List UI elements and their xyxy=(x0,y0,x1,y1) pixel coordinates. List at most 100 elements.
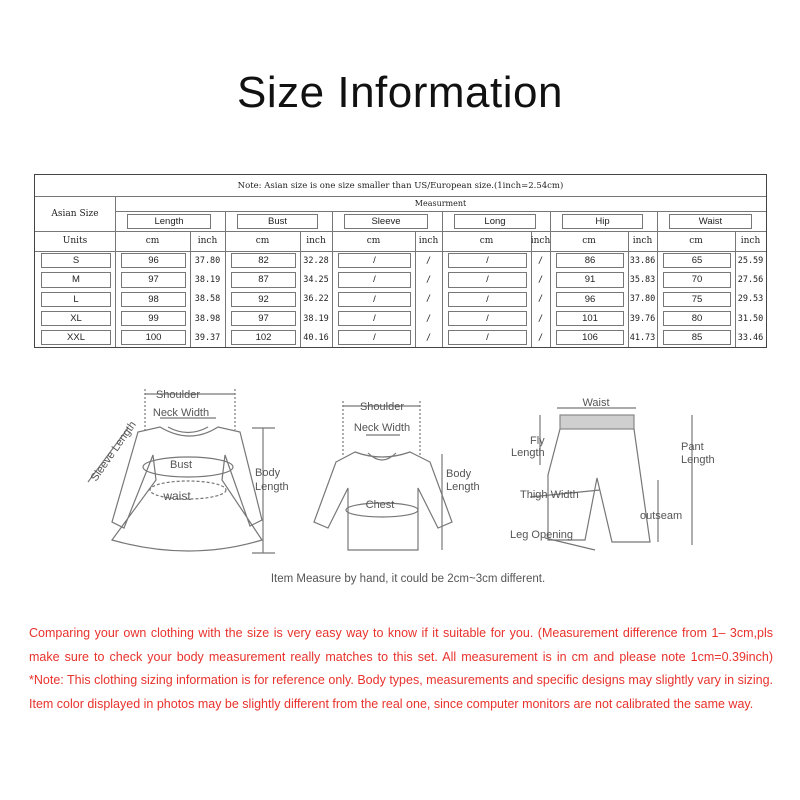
page-title: Size Information xyxy=(237,68,563,117)
size-label: S xyxy=(41,253,111,269)
shirt-length-label: Length xyxy=(446,481,480,493)
cm-value: 87 xyxy=(231,272,296,288)
inch-value: 39.37 xyxy=(194,332,221,343)
measurement-header: Measurment xyxy=(414,199,467,208)
table-rule xyxy=(332,211,333,347)
table-rule xyxy=(35,231,766,232)
cm-value: 75 xyxy=(663,291,731,307)
dress-diagram xyxy=(87,389,275,554)
table-rule xyxy=(442,211,443,347)
inch-value: 38.19 xyxy=(303,313,329,324)
inch-value: 38.98 xyxy=(194,313,221,324)
pants-thigh-width-label: Thigh Width xyxy=(520,489,579,501)
pants-fly-length-label: Length xyxy=(511,447,545,459)
unit-inch: inch xyxy=(530,236,551,246)
cm-value: 65 xyxy=(663,253,731,269)
shirt-labels: Shoulder Neck Width Chest Body Length xyxy=(354,401,480,511)
cm-value: / xyxy=(448,272,527,288)
size-label: XL xyxy=(41,310,111,327)
cm-value: 98 xyxy=(121,291,186,307)
unit-inch: inch xyxy=(632,236,653,246)
dress-bust-label: Bust xyxy=(170,459,192,471)
unit-cm: cm xyxy=(582,236,596,246)
cm-value: 101 xyxy=(556,310,624,327)
shirt-chest-label: Chest xyxy=(366,499,395,511)
inch-value: 38.58 xyxy=(194,294,221,305)
inch-value: / xyxy=(537,255,544,266)
cm-value: 80 xyxy=(663,310,731,327)
unit-cm: cm xyxy=(145,236,160,246)
cm-value: 97 xyxy=(231,310,296,327)
column-header-sleeve: Sleeve xyxy=(344,214,428,229)
shirt-shoulder-label: Shoulder xyxy=(360,401,404,413)
inch-value: 41.73 xyxy=(629,332,656,343)
asian-size-header: Asian Size xyxy=(51,208,99,219)
size-label: L xyxy=(41,291,111,307)
dress-labels: Shoulder Neck Width Sleeve Length Bust w… xyxy=(89,389,289,503)
shirt-body-label: Body xyxy=(446,468,472,480)
column-header-long: Long xyxy=(454,214,536,229)
cm-value: / xyxy=(448,291,527,307)
units-label: Units xyxy=(62,236,88,246)
inch-value: 33.86 xyxy=(629,255,656,266)
cm-value: 97 xyxy=(121,272,186,288)
inch-value: 37.80 xyxy=(194,255,221,266)
table-rule xyxy=(415,231,416,347)
table-rule xyxy=(115,196,116,347)
cm-value: 96 xyxy=(121,253,186,269)
size-label: XXL xyxy=(41,330,111,346)
column-header-bust: Bust xyxy=(237,214,318,229)
inch-value: 25.59 xyxy=(737,255,764,266)
cm-value: 99 xyxy=(121,310,186,327)
cm-value: 106 xyxy=(556,330,624,346)
cm-value: / xyxy=(448,253,527,269)
pants-pant-length-label: Length xyxy=(681,454,715,466)
cm-value: / xyxy=(338,291,411,307)
unit-cm: cm xyxy=(689,236,703,246)
table-rule xyxy=(550,211,551,347)
unit-inch: inch xyxy=(418,236,439,246)
inch-value: 34.25 xyxy=(303,274,329,285)
inch-value: 31.50 xyxy=(737,313,764,324)
inch-value: / xyxy=(425,274,432,285)
unit-inch: inch xyxy=(740,236,761,246)
unit-inch: inch xyxy=(197,236,218,246)
shirt-neck-width-label: Neck Width xyxy=(354,422,410,434)
pants-labels: Waist Fly Length Thigh Width Leg Opening… xyxy=(510,397,715,541)
cm-value: 100 xyxy=(121,330,186,346)
table-rule xyxy=(115,211,766,212)
dress-body-label: Body xyxy=(255,467,281,479)
size-table: Note: Asian size is one size smaller tha… xyxy=(34,174,767,348)
dress-length-label: Length xyxy=(255,481,289,493)
inch-value: / xyxy=(425,255,432,266)
cm-value: 82 xyxy=(231,253,296,269)
cm-value: 96 xyxy=(556,291,624,307)
size-label: M xyxy=(41,272,111,288)
inch-value: / xyxy=(425,332,432,343)
inch-value: 37.80 xyxy=(629,294,656,305)
table-rule xyxy=(628,231,629,347)
inch-value: 35.83 xyxy=(629,274,656,285)
unit-cm: cm xyxy=(479,236,494,246)
inch-value: 29.53 xyxy=(737,294,764,305)
dress-sleeve-length-label: Sleeve Length xyxy=(89,419,139,484)
shirt-diagram xyxy=(313,401,453,551)
table-rule xyxy=(35,196,766,197)
inch-value: / xyxy=(425,313,432,324)
cm-value: / xyxy=(338,310,411,327)
dress-shoulder-label: Shoulder xyxy=(156,389,200,401)
inch-value: / xyxy=(537,332,544,343)
unit-inch: inch xyxy=(306,236,326,246)
table-rule xyxy=(300,231,301,347)
unit-cm: cm xyxy=(366,236,381,246)
cm-value: 91 xyxy=(556,272,624,288)
cm-value: / xyxy=(448,330,527,346)
inch-value: 27.56 xyxy=(737,274,764,285)
table-rule xyxy=(225,211,226,347)
column-header-waist: Waist xyxy=(669,214,752,229)
inch-value: 39.76 xyxy=(629,313,656,324)
measurement-diagrams: Shoulder Neck Width Sleeve Length Bust w… xyxy=(87,389,715,585)
table-rule xyxy=(531,231,532,347)
cm-value: 86 xyxy=(556,253,624,269)
disclaimer-text: Comparing your own clothing with the siz… xyxy=(29,626,773,711)
